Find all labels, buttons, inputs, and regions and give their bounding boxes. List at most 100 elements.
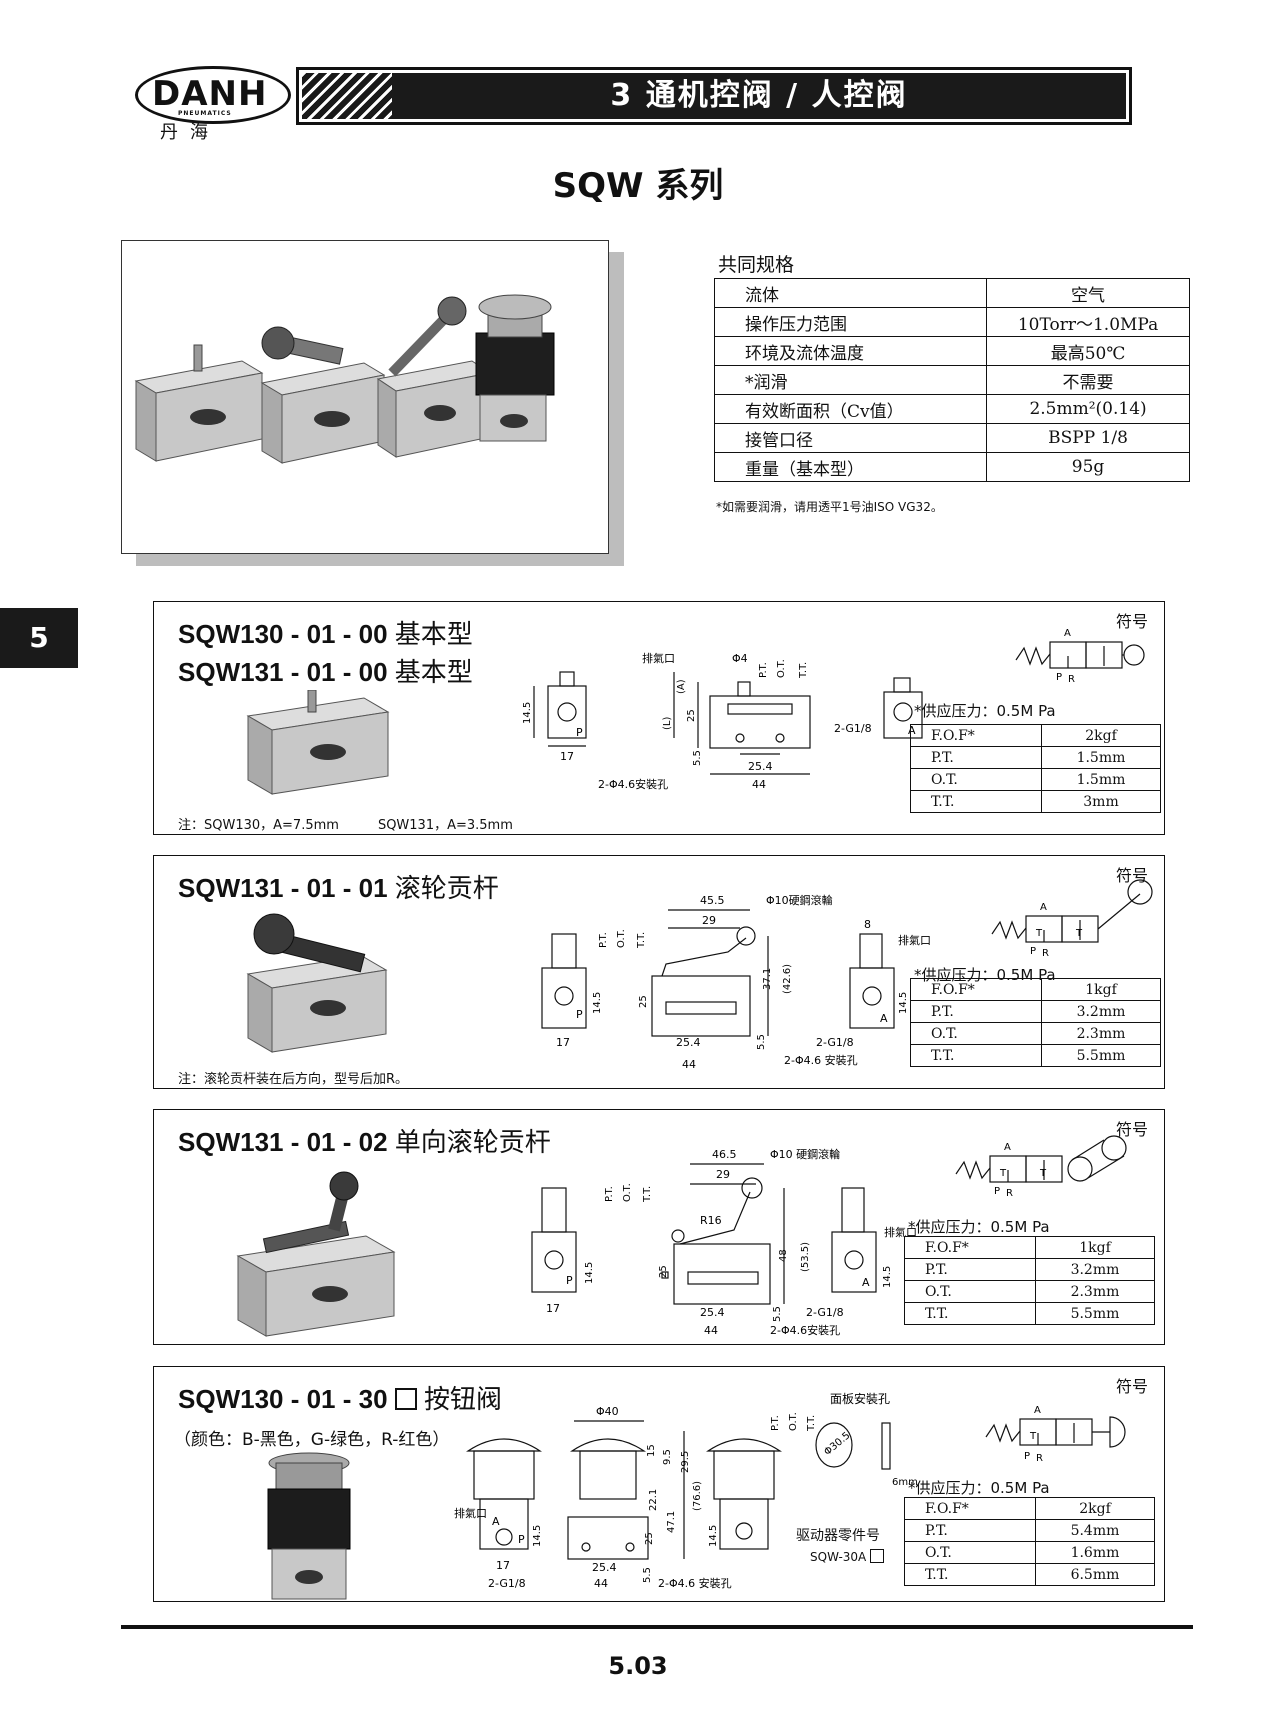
symbol-port-r: R [1036,1453,1043,1464]
port-p: P [576,1008,583,1021]
logo-chinese: 丹海 [160,122,220,143]
dim-14-5: 14.5 [532,1525,543,1547]
dim-25-4: 25.4 [592,1561,617,1574]
perf-value: 1.6mm [1035,1541,1155,1564]
spec-label: 有效断面积（Cv值） [713,394,988,424]
perf-label: T.T. [904,1302,1036,1325]
dim-44: 44 [752,778,766,791]
perf-value: 1.5mm [1041,768,1161,791]
perf-label: O.T. [904,1280,1036,1303]
dim-pt: P.T. [598,932,609,948]
dim-25-4: 25.4 [676,1036,701,1049]
dim-tt: T.T. [806,1415,817,1432]
dim-pt: P.T. [758,662,769,678]
port-p: P [566,1274,573,1287]
perf-value: 1kgf [1035,1236,1155,1259]
dim-ot: O.T. [788,1412,799,1431]
supply-pressure: *供应压力：0.5M Pa [914,702,1056,720]
section-note: 注：滚轮贡杆装在后方向，型号后加R。 [178,1072,409,1087]
perf-label: O.T. [904,1541,1036,1564]
symbol-port-r: R [1068,674,1075,682]
product-photo [121,240,609,554]
dim-roller: Φ10硬鋼滾輪 [766,893,833,907]
symbol-t-left: T [1035,928,1043,939]
push-button-valve-drawing: 面板安裝孔 Φ30.5 6mm Φ40 P.T. O.T. T.T. 15 9.… [454,1391,918,1590]
spec-label: 重量（基本型） [713,452,988,482]
table-row: 有效断面积（Cv值）2.5mm²(0.14) [713,394,1190,424]
dim-25-4: 25.4 [748,760,773,773]
symbol-t-right: T [1075,928,1083,939]
dim-exhaust: 排氣口 [898,933,931,947]
dim-44: 44 [704,1324,718,1337]
logo-subtitle: PNEUMATICS [178,110,232,117]
perf-table: F.O.F*2kgf P.T.1.5mm O.T.1.5mm T.T.3mm [910,724,1161,813]
dim-17: 17 [556,1036,570,1049]
symbol-port-a: A [1040,902,1047,913]
dim-mount-hole: 2-Φ4.6 安裝孔 [784,1053,858,1067]
dim-29: 29 [702,914,716,927]
perf-value: 1.5mm [1041,746,1161,769]
perf-label: P.T. [910,746,1042,769]
dim-5-5: 5.5 [772,1306,783,1322]
section-sqw131-one-way-roller: SQW131 - 01 - 02 单向滚轮贡杆 46.5 29 Φ10 硬鋼滾輪… [153,1109,1165,1345]
dim-ot: O.T. [616,929,627,948]
push-button-symbol-icon: A P R T [985,1405,1126,1464]
symbol-t-right: T [1039,1168,1047,1179]
symbol-label: 符号 [1116,1377,1149,1396]
chapter-banner-fill [302,73,1126,119]
dim-44: 44 [682,1058,696,1071]
dim-37-1: 37.1 [762,968,773,990]
perf-label: T.T. [910,790,1042,813]
dim-9-5: 9.5 [662,1449,673,1465]
panel-mount-label: 面板安裝孔 [830,1391,890,1406]
dim-14-5: 14.5 [522,702,533,724]
symbol-port-p: P [1024,1451,1030,1462]
table-row: P.T.3.2mm [904,1258,1155,1281]
perf-label: O.T. [910,768,1042,791]
dim-25: 25 [658,1265,669,1278]
spec-label: 操作压力范围 [713,307,988,337]
dim-42-6: (42.6) [782,964,793,994]
dim-14-5-right: 14.5 [708,1525,719,1547]
dim-5-5: 5.5 [642,1567,653,1583]
dim-port-size: 2-G1/8 [488,1577,526,1590]
page-number: 5.03 [608,1652,668,1680]
dim-14-5-right: 14.5 [898,992,909,1014]
port-a: A [880,1012,888,1025]
dim-exhaust: 排氣口 [884,1225,917,1239]
symbol-port-r: R [1042,948,1049,959]
spec-label: 流体 [713,278,988,308]
perf-value: 1kgf [1041,978,1161,1001]
dim-14-5-right: 14.5 [882,1266,893,1288]
dim-76-6: (76.6) [692,1481,703,1511]
dim-ot: O.T. [776,659,787,678]
dim-pt: P.T. [604,1186,615,1202]
table-row: F.O.F*1kgf [910,978,1161,1001]
dim-29: 29 [716,1168,730,1181]
dim-a: (A) [676,679,687,694]
table-row: O.T.1.6mm [904,1541,1155,1564]
roller-valve-drawing: 45.5 29 Φ10硬鋼滾輪 8 排氣口 P.T. O.T. T.T. 37.… [541,893,931,1071]
dim-17: 17 [496,1559,510,1572]
table-row: O.T.1.5mm [910,768,1161,791]
symbol-port-p: P [1056,672,1062,682]
dim-tt: T.T. [798,662,809,679]
dim-pt: P.T. [770,1415,781,1431]
dim-15: 15 [646,1444,657,1457]
perf-value: 2kgf [1041,724,1161,747]
dim-tt: T.T. [636,932,647,949]
one-way-roller-valve-drawing: 46.5 29 Φ10 硬鋼滾輪 R16 排氣口 P.T. O.T. T.T. … [531,1147,917,1337]
chapter-title: 3 通机控阀 / 人控阀 [610,78,908,113]
perf-label: F.O.F* [904,1497,1036,1520]
dim-25: 25 [644,1532,655,1545]
actuator-code-row: SQW-30A [810,1549,885,1564]
symbol-t-left: T [999,1168,1007,1179]
table-row: F.O.F*2kgf [910,724,1161,747]
perf-value: 3mm [1041,790,1161,813]
dim-exhaust: 排氣口 [642,651,675,665]
dim-29-5: 29.5 [680,1451,691,1473]
model-title-2: SQW131 - 01 - 01 滚轮贡杆 [178,873,499,904]
dim-44: 44 [594,1577,608,1590]
